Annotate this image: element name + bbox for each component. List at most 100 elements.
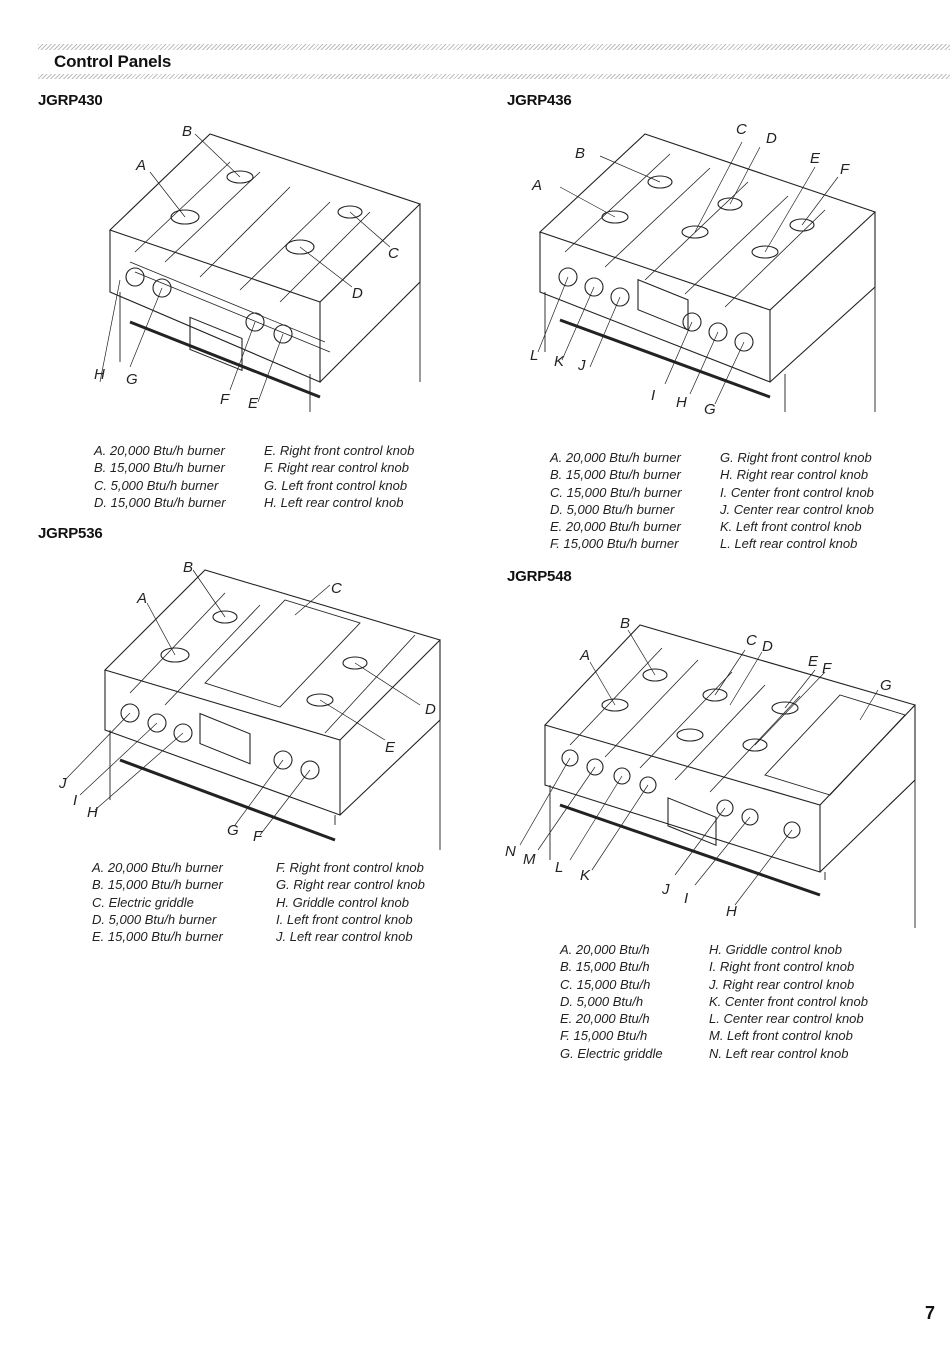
legend-item: H. Left rear control knob <box>264 494 404 510</box>
callout-a: A <box>579 647 590 664</box>
range-illustration-jgrp536: A B C D E F G H I J <box>55 555 445 850</box>
legend-item: E. Right front control knob <box>264 443 415 458</box>
callout-a: A <box>531 177 542 194</box>
callout-a: A <box>136 590 147 607</box>
callout-g: G <box>227 822 239 839</box>
legend-item: B. 15,000 Btu/h burner <box>94 460 225 476</box>
legend-item: H. Griddle control knob <box>709 942 842 957</box>
callout-e: E <box>248 395 259 412</box>
section-title: Control Panels <box>54 52 172 71</box>
callout-f: F <box>253 828 263 845</box>
page-number: 7 <box>925 1303 936 1323</box>
legend-jgrp430-burners: A. 20,000 Btu/h burner B. 15,000 Btu/h b… <box>94 442 226 511</box>
legend-item: F. Right front control knob <box>276 860 424 875</box>
callout-g: G <box>704 401 716 417</box>
callout-d: D <box>762 638 773 655</box>
header-rule-bottom <box>38 74 950 79</box>
legend-item: D. 5,000 Btu/h <box>560 993 644 1009</box>
legend-item: B. 15,000 Btu/h burner <box>550 467 681 483</box>
callout-h: H <box>87 804 98 821</box>
legend-item: C. 15,000 Btu/h <box>560 976 651 992</box>
callout-f: F <box>220 391 230 408</box>
legend-item: A. 20,000 Btu/h burner <box>94 443 225 458</box>
legend-item: F. Right rear control knob <box>264 460 409 476</box>
model-title-jgrp430: JGRP430 <box>38 92 103 109</box>
model-title-jgrp436: JGRP436 <box>507 92 572 109</box>
legend-jgrp436-knobs: G. Right front control knob H. Right rea… <box>720 449 874 553</box>
legend-item: J. Center rear control knob <box>720 501 874 517</box>
legend-item: J. Left rear control knob <box>276 929 413 945</box>
legend-item: G. Right front control knob <box>720 450 872 465</box>
range-illustration-jgrp548: A B C D E F G H I J K L M N <box>500 610 920 930</box>
legend-item: L. Left rear control knob <box>720 536 858 552</box>
callout-c: C <box>736 121 747 138</box>
callout-e: E <box>385 739 396 756</box>
legend-item: I. Right front control knob <box>709 959 855 975</box>
callout-j: J <box>661 881 670 898</box>
legend-item: A. 20,000 Btu/h <box>560 942 650 957</box>
callout-j: J <box>577 357 586 374</box>
legend-item: M. Left front control knob <box>709 1028 853 1044</box>
legend-item: C. 5,000 Btu/h burner <box>94 477 219 493</box>
legend-item: I. Left front control knob <box>276 911 413 927</box>
callout-i: I <box>651 387 655 404</box>
callout-d: D <box>425 701 436 718</box>
callout-b: B <box>183 559 193 576</box>
callout-m: M <box>523 851 536 868</box>
legend-item: G. Left front control knob <box>264 477 408 493</box>
callout-h: H <box>726 903 737 920</box>
legend-item: D. 15,000 Btu/h burner <box>94 494 226 510</box>
legend-item: C. 15,000 Btu/h burner <box>550 484 682 500</box>
legend-jgrp430-knobs: E. Right front control knob F. Right rea… <box>264 442 414 511</box>
model-title-jgrp548: JGRP548 <box>507 568 572 585</box>
legend-item: C. Electric griddle <box>92 894 194 910</box>
callout-c: C <box>388 245 399 262</box>
legend-jgrp436-burners: A. 20,000 Btu/h burner B. 15,000 Btu/h b… <box>550 449 682 553</box>
legend-jgrp536-burners: A. 20,000 Btu/h burner B. 15,000 Btu/h b… <box>92 859 223 945</box>
legend-item: B. 15,000 Btu/h burner <box>92 877 223 893</box>
callout-b: B <box>620 615 630 632</box>
legend-item: G. Electric griddle <box>560 1045 663 1061</box>
legend-item: I. Center front control knob <box>720 484 874 500</box>
callout-n: N <box>505 843 516 860</box>
callout-a: A <box>135 157 146 174</box>
callout-g: G <box>880 677 892 694</box>
callout-d: D <box>352 285 363 302</box>
legend-jgrp536-knobs: F. Right front control knob G. Right rea… <box>276 859 425 945</box>
callout-c: C <box>746 632 757 649</box>
legend-item: K. Left front control knob <box>720 519 862 535</box>
legend-item: E. 20,000 Btu/h burner <box>550 519 681 535</box>
callout-k: K <box>580 867 591 884</box>
callout-d: D <box>766 130 777 147</box>
range-illustration-jgrp436: A B C D E F G H I J K L <box>520 112 885 417</box>
callout-b: B <box>182 123 192 140</box>
legend-item: B. 15,000 Btu/h <box>560 959 650 975</box>
legend-item: H. Right rear control knob <box>720 467 869 483</box>
callout-b: B <box>575 145 585 162</box>
legend-item: N. Left rear control knob <box>709 1045 849 1061</box>
legend-item: F. 15,000 Btu/h <box>560 1028 648 1044</box>
callout-c: C <box>331 580 342 597</box>
legend-item: A. 20,000 Btu/h burner <box>550 450 681 465</box>
callout-e: E <box>808 653 819 670</box>
callout-g: G <box>126 371 138 388</box>
callout-h: H <box>676 394 687 411</box>
legend-item: D. 5,000 Btu/h burner <box>92 911 217 927</box>
callout-i: I <box>73 792 77 809</box>
callout-e: E <box>810 150 821 167</box>
legend-item: L. Center rear control knob <box>709 1011 864 1027</box>
callout-l: L <box>530 347 538 364</box>
legend-jgrp548-knobs: H. Griddle control knob I. Right front c… <box>709 941 868 1062</box>
callout-f: F <box>822 660 832 677</box>
callout-l: L <box>555 859 563 876</box>
legend-item: E. 20,000 Btu/h <box>560 1011 650 1027</box>
callout-i: I <box>684 890 688 907</box>
legend-item: K. Center front control knob <box>709 993 868 1009</box>
range-illustration-jgrp430: A B C D E F G H <box>90 112 430 432</box>
legend-item: E. 15,000 Btu/h burner <box>92 929 223 945</box>
callout-h: H <box>94 366 105 383</box>
legend-item: J. Right rear control knob <box>709 976 855 992</box>
legend-item: D. 5,000 Btu/h burner <box>550 501 675 517</box>
callout-k: K <box>554 353 565 370</box>
legend-item: G. Right rear control knob <box>276 877 425 893</box>
